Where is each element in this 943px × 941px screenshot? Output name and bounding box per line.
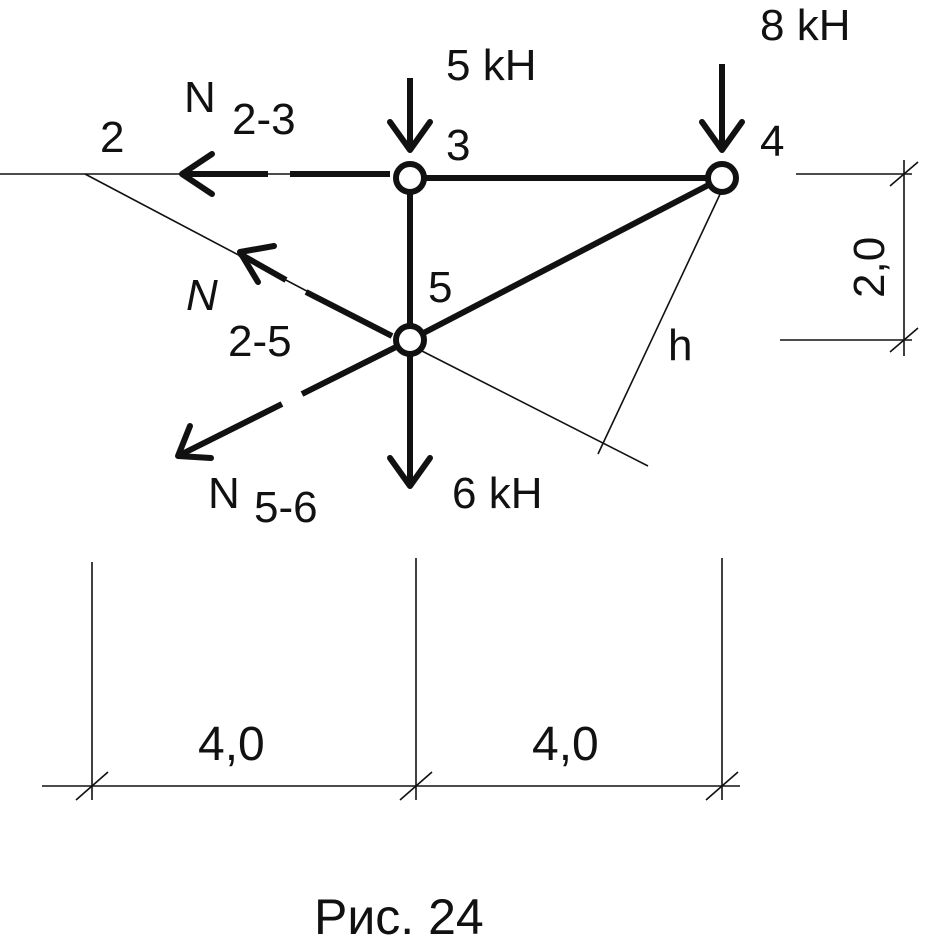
- force-arrow-N25: [237, 243, 394, 339]
- node-label-4: 4: [760, 117, 784, 166]
- force-label-N56-main: N: [208, 469, 240, 518]
- load-label-node-4: 8 kH: [760, 1, 850, 50]
- node-3-hinge: [393, 161, 427, 195]
- dimension-spans: [42, 558, 740, 801]
- node-label-5: 5: [428, 263, 452, 312]
- force-label-N25-sub: 2-5: [228, 317, 292, 366]
- dimension-label-span-right: 4,0: [532, 718, 599, 771]
- node-5-hinge: [393, 323, 427, 357]
- load-label-node-5: 6 kH: [452, 469, 542, 518]
- force-label-N23-sub: 2-3: [232, 95, 296, 144]
- extension-line-5: [419, 349, 649, 467]
- load-arrow-8kH: [699, 64, 745, 153]
- node-label-3: 3: [446, 121, 470, 170]
- dimension-height: [780, 160, 919, 356]
- force-arrow-N56: [175, 337, 412, 461]
- dimension-label-height: 2,0: [845, 237, 894, 298]
- load-label-node-3: 5 kH: [446, 41, 536, 90]
- force-label-N23-main: N: [184, 73, 216, 122]
- member-5-4: [408, 175, 724, 343]
- node-label-2: 2: [100, 113, 124, 162]
- figure-caption: Рис. 24: [314, 889, 484, 941]
- lever-arm-label: h: [668, 321, 692, 370]
- lever-arm-line-h: [597, 189, 723, 455]
- load-arrow-6kH: [387, 354, 433, 489]
- dimension-label-span-left: 4,0: [198, 718, 265, 771]
- force-label-N56-sub: 5-6: [254, 483, 318, 532]
- force-label-N25-main: N: [186, 271, 218, 320]
- load-arrow-5kH: [387, 78, 433, 153]
- force-arrow-N23: [179, 151, 390, 197]
- node-4-hinge: [705, 161, 739, 195]
